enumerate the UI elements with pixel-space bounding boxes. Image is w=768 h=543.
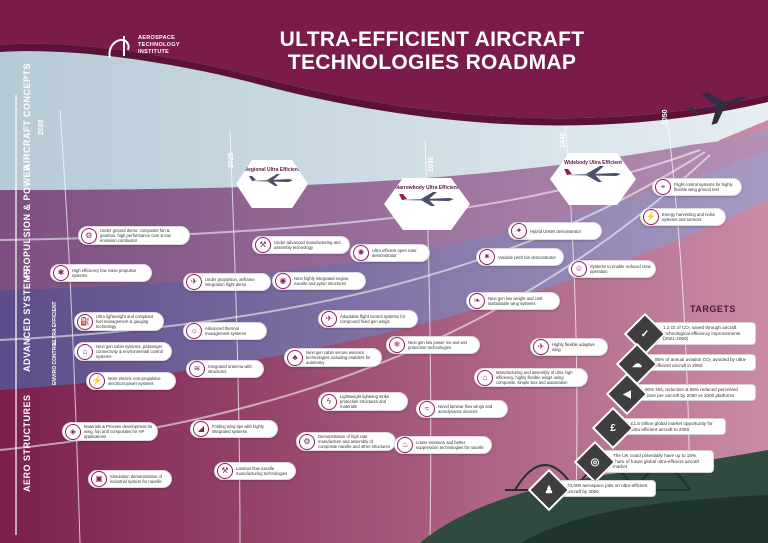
target-item-3: 90% NOₓ reduction & 65% reduced perceive… bbox=[605, 372, 756, 415]
concept-widebody-label: Widebody Ultra Efficient bbox=[564, 160, 622, 166]
tech-item-3: ✈Under propulsion, airframe integration … bbox=[183, 273, 271, 291]
hybrid-icon: ✦ bbox=[511, 223, 527, 239]
tech-item-28: ♨Lower emission and better suppression t… bbox=[394, 436, 492, 454]
target-item-2: 95% of annual aviation CO₂ avoided by ul… bbox=[615, 342, 756, 385]
wingtip-icon: ◢ bbox=[193, 421, 209, 437]
tech-item-18: ≋Integrated antenna with structures bbox=[186, 360, 264, 378]
robot-arm-icon: ⚒ bbox=[255, 237, 271, 253]
antenna-icon: ≋ bbox=[189, 361, 205, 377]
tech-item-13: ⛽Ultra lightweight and compliant fuel ma… bbox=[74, 312, 164, 331]
simulation-icon: ▣ bbox=[91, 471, 107, 487]
avionics-icon: ♣ bbox=[287, 349, 303, 366]
band-label-concepts: AIRCRAFT CONCEPTS bbox=[22, 63, 32, 170]
tech-item-29: ▣Simulation demonstration of industrial … bbox=[88, 470, 172, 488]
thermal-icon: ☼ bbox=[186, 323, 202, 339]
nacelle-icon: ◉ bbox=[275, 273, 291, 289]
concept-narrowbody: Narrowbody Ultra Efficient bbox=[384, 178, 470, 230]
tech-item-21: ✈Highly flexible adaptive wing bbox=[530, 338, 608, 356]
band-label-propulsion: PROPULSION & POWER bbox=[22, 163, 32, 278]
tech-item-9: ❧Next gen low weight and cost sustainabl… bbox=[466, 292, 560, 310]
target-item-1: 1.2 Gt of CO₂ saved through aircraft tec… bbox=[623, 313, 756, 356]
year-2020: 2020 bbox=[38, 119, 45, 135]
energy-icon: ⚡ bbox=[643, 209, 659, 225]
aircraft-icon: ✈ bbox=[186, 274, 202, 290]
page-title: ULTRA-EFFICIENT AIRCRAFT TECHNOLOGIES RO… bbox=[262, 28, 602, 74]
flex-wing-icon: ✈ bbox=[533, 339, 549, 355]
regional-aircraft-icon bbox=[249, 174, 293, 186]
target-item-5: The UK could potentially have up to 15% … bbox=[573, 441, 714, 484]
nacelle-mfg-icon: ⚒ bbox=[217, 463, 233, 479]
title-line-2: TECHNOLOGIES ROADMAP bbox=[287, 51, 577, 74]
tech-item-22: ⌂Manufacturing and assembly of ultra hig… bbox=[474, 368, 588, 387]
concept-narrowbody-label: Narrowbody Ultra Efficient bbox=[395, 185, 459, 191]
tech-item-20: ❄Next gen low power ice and wet protecti… bbox=[386, 336, 480, 354]
band-sublabel-ultra-efficient: ULTRA EFFICIENT bbox=[52, 301, 58, 345]
tech-item-2: ✱High efficiency low noise propulsor sys… bbox=[50, 264, 152, 282]
year-2025: 2025 bbox=[228, 152, 235, 168]
tech-item-5: ◉Next highly integrated engine, nacelle … bbox=[272, 272, 366, 290]
tech-item-15: ✈Adaptable flight control systems for co… bbox=[318, 310, 418, 328]
tech-item-8: ✷Variable pitch fan demonstrator bbox=[476, 248, 564, 266]
band-label-structures: AERO STRUCTURES bbox=[22, 394, 32, 492]
concept-widebody: Widebody Ultra Efficient bbox=[550, 153, 636, 205]
tech-item-1: ⚙Under ground demo: composite fan & gear… bbox=[78, 226, 190, 245]
pitch-fan-icon: ✷ bbox=[479, 249, 495, 265]
tech-item-12: ☺Systems to enable reduced crew operatio… bbox=[568, 260, 656, 278]
tech-item-4: ⚒Under advanced manufacturing and assemb… bbox=[252, 236, 350, 254]
concept-regional: Regional Ultra Efficient bbox=[236, 160, 308, 208]
concept-regional-label: Regional Ultra Efficient bbox=[244, 167, 300, 173]
tech-item-6: ✺Ultra efficient open rotor demonstrator bbox=[350, 244, 430, 262]
ati-logo-mark-icon bbox=[108, 36, 130, 59]
logo-text: AEROSPACE TECHNOLOGY INSTITUTE bbox=[138, 35, 180, 55]
materials-icon: ◈ bbox=[65, 423, 81, 440]
targets-title: TARGETS bbox=[690, 304, 736, 314]
tech-item-24: ◢Folding wing tips with highly integrate… bbox=[190, 420, 278, 438]
widebody-aircraft-icon bbox=[564, 166, 621, 182]
factory-icon: ⌂ bbox=[477, 369, 493, 386]
title-line-1: ULTRA-EFFICIENT AIRCRAFT bbox=[279, 28, 585, 51]
target-item-4: £1.6 trillion global market opportunity … bbox=[591, 406, 726, 449]
fan-icon: ✱ bbox=[53, 265, 69, 281]
flight-control-icon: ✈ bbox=[321, 311, 337, 327]
target-item-6: 73,000 aerospace jobs on ultra-efficient… bbox=[527, 468, 656, 511]
wing-icon: ❧ bbox=[469, 293, 485, 309]
tech-item-30: ⚒Laminar flow nacelle manufacturing tech… bbox=[214, 462, 296, 480]
tech-item-7: ✦Hybrid UHBR demonstrator bbox=[508, 222, 602, 240]
tech-item-26: ≈Novel laminar flow wings and aerodynami… bbox=[416, 400, 508, 418]
narrowbody-aircraft-icon bbox=[399, 192, 454, 206]
tech-item-10: ⌖Flight control systems for highly flexi… bbox=[652, 178, 742, 196]
control-icon: ⌖ bbox=[655, 179, 671, 195]
manufacture-icon: ⚙ bbox=[299, 433, 315, 450]
cabin-icon: ⌂ bbox=[77, 343, 93, 360]
year-2050: 2050 bbox=[662, 109, 669, 125]
tech-item-14: ☼Advanced thermal management systems bbox=[183, 322, 267, 340]
tech-item-16: ⌂Next gen cabin systems, passenger conne… bbox=[74, 342, 172, 361]
emission-icon: ♨ bbox=[397, 437, 413, 453]
ice-icon: ❄ bbox=[389, 337, 405, 353]
engine-icon: ⚙ bbox=[81, 227, 97, 244]
tech-item-17: ⚡More electric non-propulsive electrical… bbox=[86, 372, 176, 390]
laminar-icon: ≈ bbox=[419, 401, 435, 417]
tech-item-27: ⚙Demonstration of high rate manufacture … bbox=[296, 432, 396, 451]
year-2030: 2030 bbox=[428, 156, 435, 172]
tech-item-19: ♣Next gen cabin secure avionics technolo… bbox=[284, 348, 382, 367]
tech-item-23: ◈Materials & Process development for win… bbox=[62, 422, 158, 441]
fuel-icon: ⛽ bbox=[77, 313, 93, 330]
band-sublabel-enviro-control: ENVIRO CONTROL bbox=[52, 339, 58, 385]
lightning-icon: ϟ bbox=[321, 393, 337, 410]
rotor-icon: ✺ bbox=[353, 245, 369, 261]
band-label-systems: ADVANCED SYSTEMS bbox=[22, 268, 32, 372]
electric-icon: ⚡ bbox=[89, 373, 105, 389]
crew-icon: ☺ bbox=[571, 261, 587, 277]
year-2040: 2040 bbox=[560, 132, 567, 148]
tech-item-11: ⚡Energy harvesting and noise systems and… bbox=[640, 208, 726, 226]
